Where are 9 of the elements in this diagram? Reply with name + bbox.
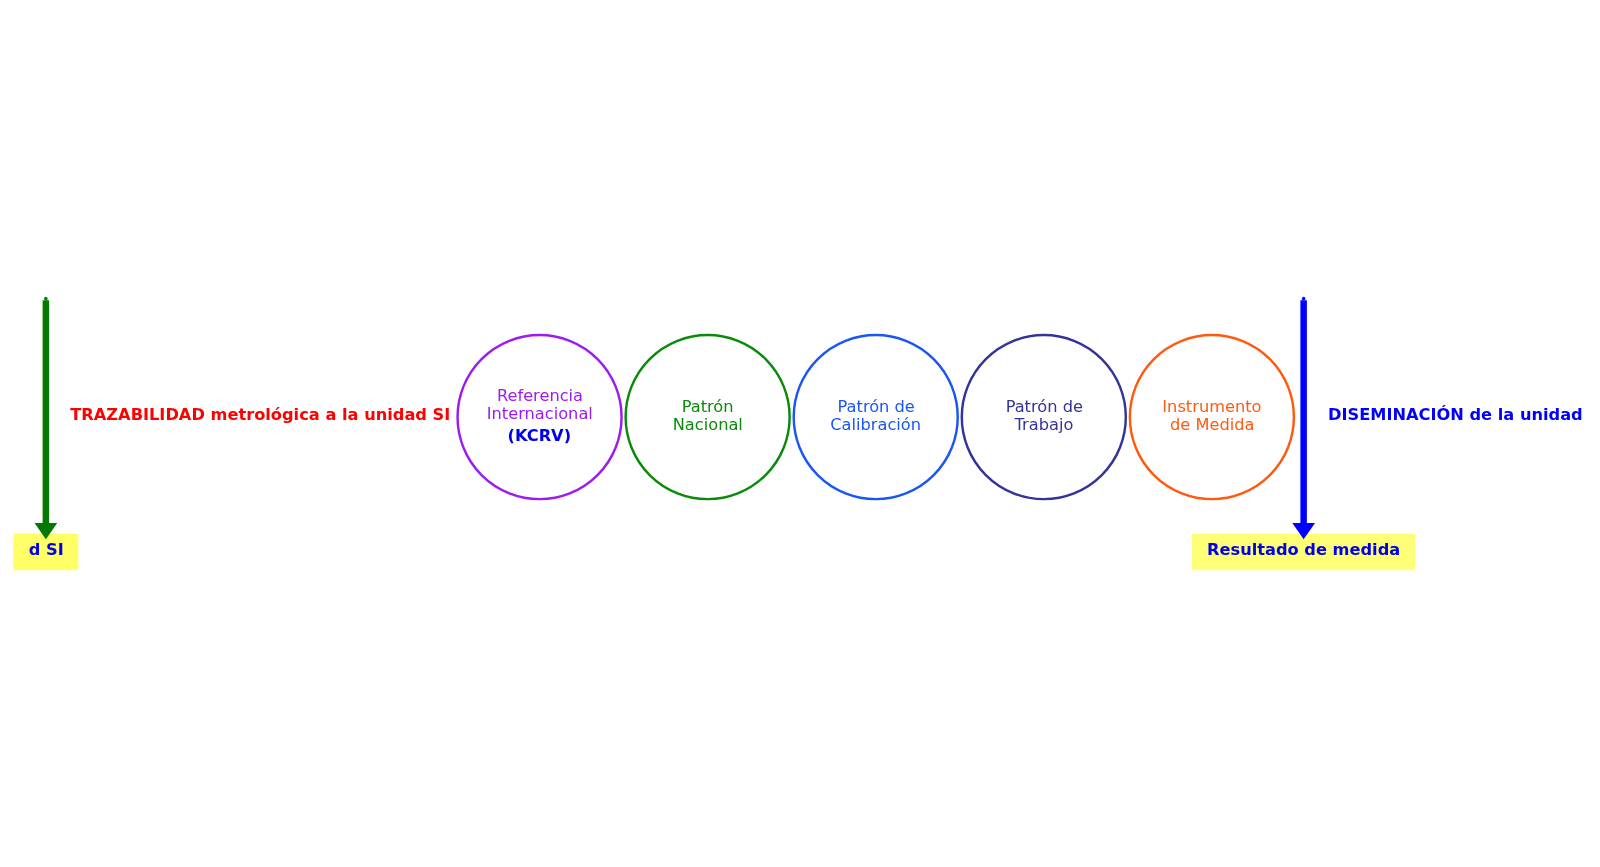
node-circle: Patrón Nacional [624, 333, 791, 501]
node-circle: Instrumento de Medida [1128, 333, 1296, 501]
edge-label: TRAZABILIDAD metrológica a la unidad SI [70, 405, 451, 425]
node-circle: Referencia Internacional (KCRV) [456, 333, 623, 501]
node-box: d SI [13, 533, 79, 571]
node-circle: Patrón de Calibración [792, 333, 959, 501]
node-box: Resultado de medida [1192, 533, 1416, 571]
edge-label: DISEMINACIÓN de la unidad [1328, 405, 1583, 425]
node-circle: Patrón de Trabajo [960, 333, 1128, 501]
